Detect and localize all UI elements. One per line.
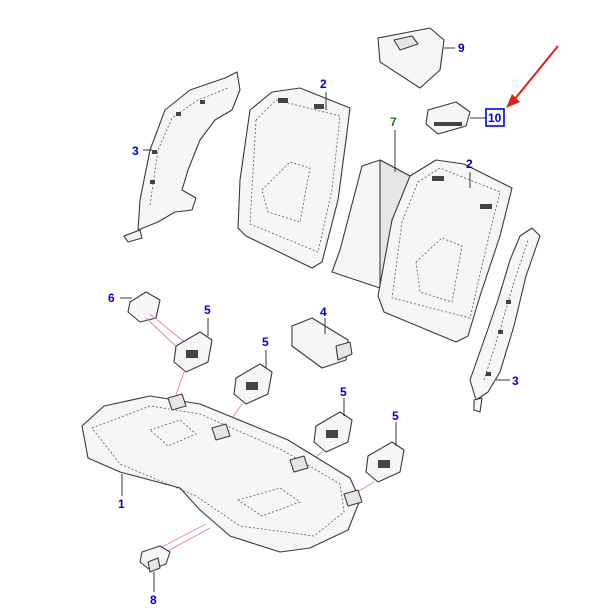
- callout-2-left: 2: [320, 77, 327, 91]
- callout-5-b: 5: [262, 335, 269, 349]
- callout-3-right: 3: [512, 374, 519, 388]
- part-4-pocket: [291, 317, 353, 369]
- callout-7: 7: [390, 115, 397, 129]
- red-arrow: [506, 45, 559, 108]
- callout-5-d: 5: [392, 409, 399, 423]
- part-5-guide-a: [173, 318, 213, 396]
- callout-3-left: 3: [132, 144, 139, 158]
- callout-6: 6: [108, 291, 115, 305]
- part-1-seat-cushion: [81, 393, 363, 553]
- callout-9: 9: [458, 41, 465, 55]
- part-5-guide-b: [227, 350, 273, 425]
- callout-5-c: 5: [340, 385, 347, 399]
- callout-10-highlight: [485, 108, 505, 127]
- part-3-left-trim: [123, 71, 241, 243]
- part-2-right-backrest: [377, 159, 513, 343]
- part-10-clip: [425, 101, 486, 135]
- part-8-clip: [139, 545, 171, 592]
- part-5-guide-c: [301, 398, 353, 469]
- callout-labels: 9 10 2 7 2 3 3 6 4 5 5 5 5 1 8: [108, 41, 519, 607]
- callout-5-a: 5: [204, 303, 211, 317]
- part-9-cover: [377, 27, 455, 89]
- part-5-guide-d: [353, 422, 405, 495]
- callout-8: 8: [150, 593, 157, 607]
- part-6-bracket: [120, 291, 189, 353]
- part-2-left-backrest: [237, 87, 351, 269]
- part-3-right-trim: [469, 227, 541, 413]
- callout-4: 4: [320, 305, 327, 319]
- callout-1: 1: [118, 497, 125, 511]
- callout-2-right: 2: [466, 157, 473, 171]
- callout-10: 10: [488, 111, 502, 125]
